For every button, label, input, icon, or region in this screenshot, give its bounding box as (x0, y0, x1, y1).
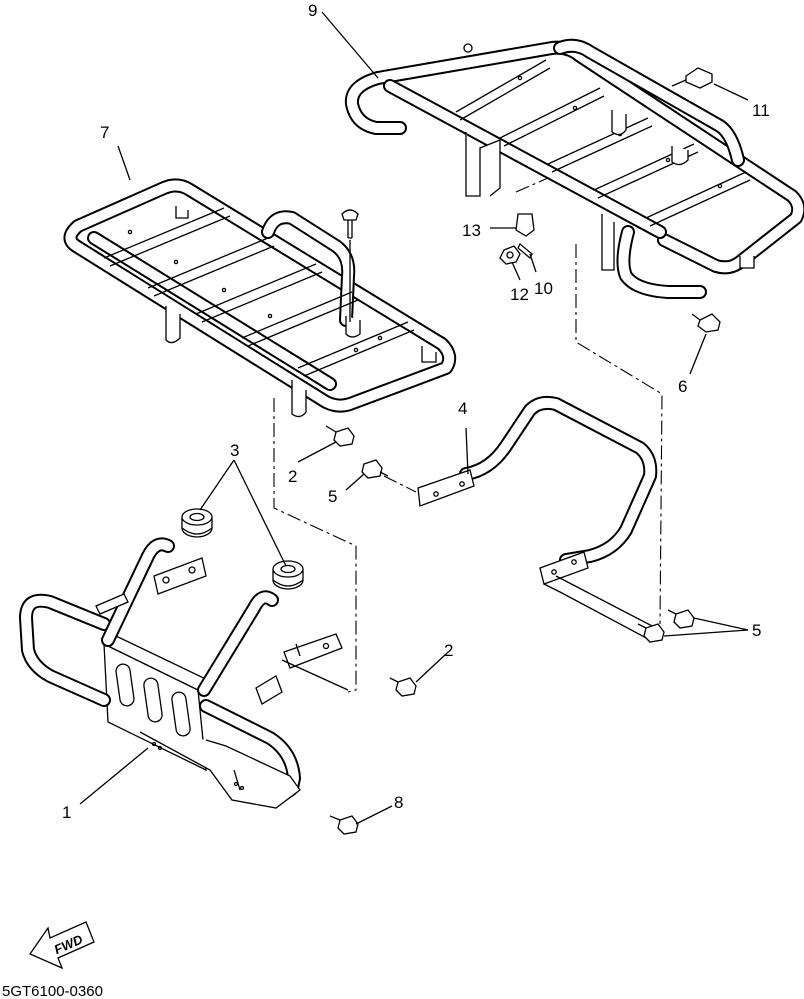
rear-guard (417, 395, 658, 641)
callout-13: 13 (462, 221, 481, 240)
front-carrier (63, 178, 457, 418)
bolt-icon (325, 67, 721, 835)
callout-4: 4 (458, 399, 467, 418)
diagram-code: 5GT6100-0360 (2, 983, 103, 999)
grommet-top (181, 508, 213, 538)
callout-9: 9 (308, 1, 317, 20)
callout-labels: 9 7 11 13 12 10 6 4 3 2 5 5 2 8 1 (62, 1, 770, 822)
fwd-arrow-icon: FWD (29, 921, 95, 970)
front-slat-holes (127, 229, 383, 353)
callout-7: 7 (100, 123, 109, 142)
front-guard (19, 537, 349, 809)
callout-3: 3 (230, 441, 239, 460)
skid-holes (151, 741, 245, 791)
callout-2-lower: 2 (444, 641, 453, 660)
callout-11: 11 (752, 101, 770, 120)
leader-lines (79, 11, 749, 825)
callout-2-upper: 2 (288, 467, 297, 486)
callout-10: 10 (534, 279, 553, 298)
grommet-bottom (272, 560, 304, 590)
callout-1: 1 (62, 803, 71, 822)
callout-5-left: 5 (328, 487, 337, 506)
callout-8: 8 (394, 793, 403, 812)
alignment-lines (273, 177, 663, 693)
rear-carrier (344, 38, 804, 299)
callout-5-right: 5 (752, 621, 761, 640)
callout-12: 12 (510, 285, 529, 304)
long-bolt (341, 209, 359, 322)
callout-6: 6 (678, 377, 687, 396)
